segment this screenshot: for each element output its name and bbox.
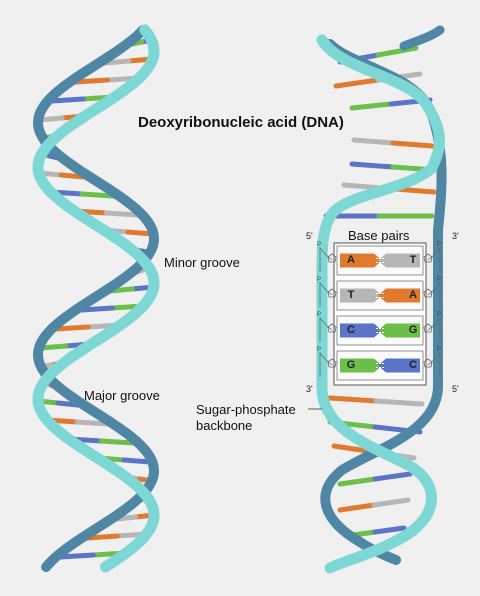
phosphate-label: P [317, 277, 321, 283]
base-segment [333, 77, 381, 89]
strand-dark [32, 25, 160, 572]
left-double-helix [32, 24, 160, 573]
phosphate-label: P [437, 242, 441, 248]
sugar-pentagon [423, 288, 433, 298]
phosphate-label: P [317, 312, 321, 318]
base-letter-right: C [409, 359, 417, 371]
sugar-pentagon [423, 323, 433, 333]
phosphate-label: P [437, 312, 441, 318]
base-segment [53, 324, 91, 332]
minor-groove-label: Minor groove [164, 255, 240, 270]
base-segment [74, 419, 110, 427]
base-segment [108, 286, 135, 294]
base-segment [372, 471, 413, 482]
sugar-pentagon [423, 253, 433, 263]
nucleotide-left [340, 323, 382, 338]
sugar-phosphate-link [319, 246, 333, 272]
strand-light [32, 24, 160, 573]
nucleotide-right [378, 358, 420, 373]
base-segment [373, 398, 425, 407]
right-double-helix [308, 25, 447, 574]
five-prime-bottom-label: 5' [452, 384, 459, 394]
sugar-phosphate-link [427, 316, 441, 342]
base-letter-left: T [347, 289, 355, 301]
base-segment [349, 101, 394, 111]
major-groove-label: Major groove [84, 388, 160, 403]
backbone-label-line1: Sugar-phosphate [196, 402, 296, 417]
base-segment [121, 457, 154, 465]
backbone-label-line2: backbone [196, 418, 253, 433]
sugar-phosphate-link [319, 351, 333, 377]
base-segment [349, 161, 396, 170]
nucleotide-left [340, 288, 382, 303]
base-pairs-title: Base pairs [348, 228, 410, 243]
base-letter-right: A [409, 289, 417, 301]
base-segment [103, 210, 141, 218]
sugar-pentagon [327, 358, 337, 368]
base-segment [85, 533, 120, 541]
base-segment [372, 525, 407, 535]
base-segment [337, 476, 378, 487]
strand-light [316, 34, 445, 574]
sugar-phosphate-link [427, 281, 441, 307]
base-segment [49, 96, 86, 104]
sugar-phosphate-link [319, 281, 333, 307]
base-segment [73, 77, 110, 85]
base-segment [102, 58, 132, 66]
strand-dark [399, 25, 445, 51]
base-segment [37, 343, 69, 351]
nucleotide-right [378, 323, 420, 338]
base-segment [375, 45, 419, 58]
three-prime-bottom-label: 3' [306, 384, 313, 394]
base-pairs-panel: P P P P P P P P [317, 242, 441, 386]
sugar-phosphate-link [427, 351, 441, 377]
nucleotide-left [340, 253, 382, 268]
base-segment [79, 191, 116, 199]
phosphate-label: P [317, 347, 321, 353]
base-segment [327, 395, 379, 404]
base-segment [98, 438, 137, 446]
five-prime-top-label: 5' [306, 231, 313, 241]
sugar-phosphate-link [319, 316, 333, 342]
base-segment [79, 305, 115, 313]
base-segment [371, 497, 411, 508]
phosphate-label: P [437, 347, 441, 353]
diagram-title: Deoxyribonucleic acid (DNA) [138, 114, 344, 131]
base-letter-left: A [347, 254, 355, 266]
base-letter-right: G [408, 324, 418, 336]
base-segment [58, 172, 87, 180]
base-letter-right: T [409, 254, 417, 266]
base-segment [337, 502, 377, 513]
nucleotide-left [340, 358, 382, 373]
nucleotide-right [378, 253, 420, 268]
base-letter-left: C [347, 324, 355, 336]
sugar-pentagon [327, 288, 337, 298]
phosphate-label: P [317, 242, 321, 248]
base-segment [58, 552, 96, 560]
three-prime-top-label: 3' [452, 231, 459, 241]
base-segment [390, 140, 435, 149]
nucleotide-right [378, 288, 420, 303]
sugar-pentagon [327, 253, 337, 263]
base-segment [351, 137, 396, 146]
phosphate-label: P [437, 277, 441, 283]
sugar-phosphate-link [427, 246, 441, 272]
sugar-pentagon [327, 323, 337, 333]
sugar-pentagon [423, 358, 433, 368]
base-letter-left: G [346, 359, 356, 371]
